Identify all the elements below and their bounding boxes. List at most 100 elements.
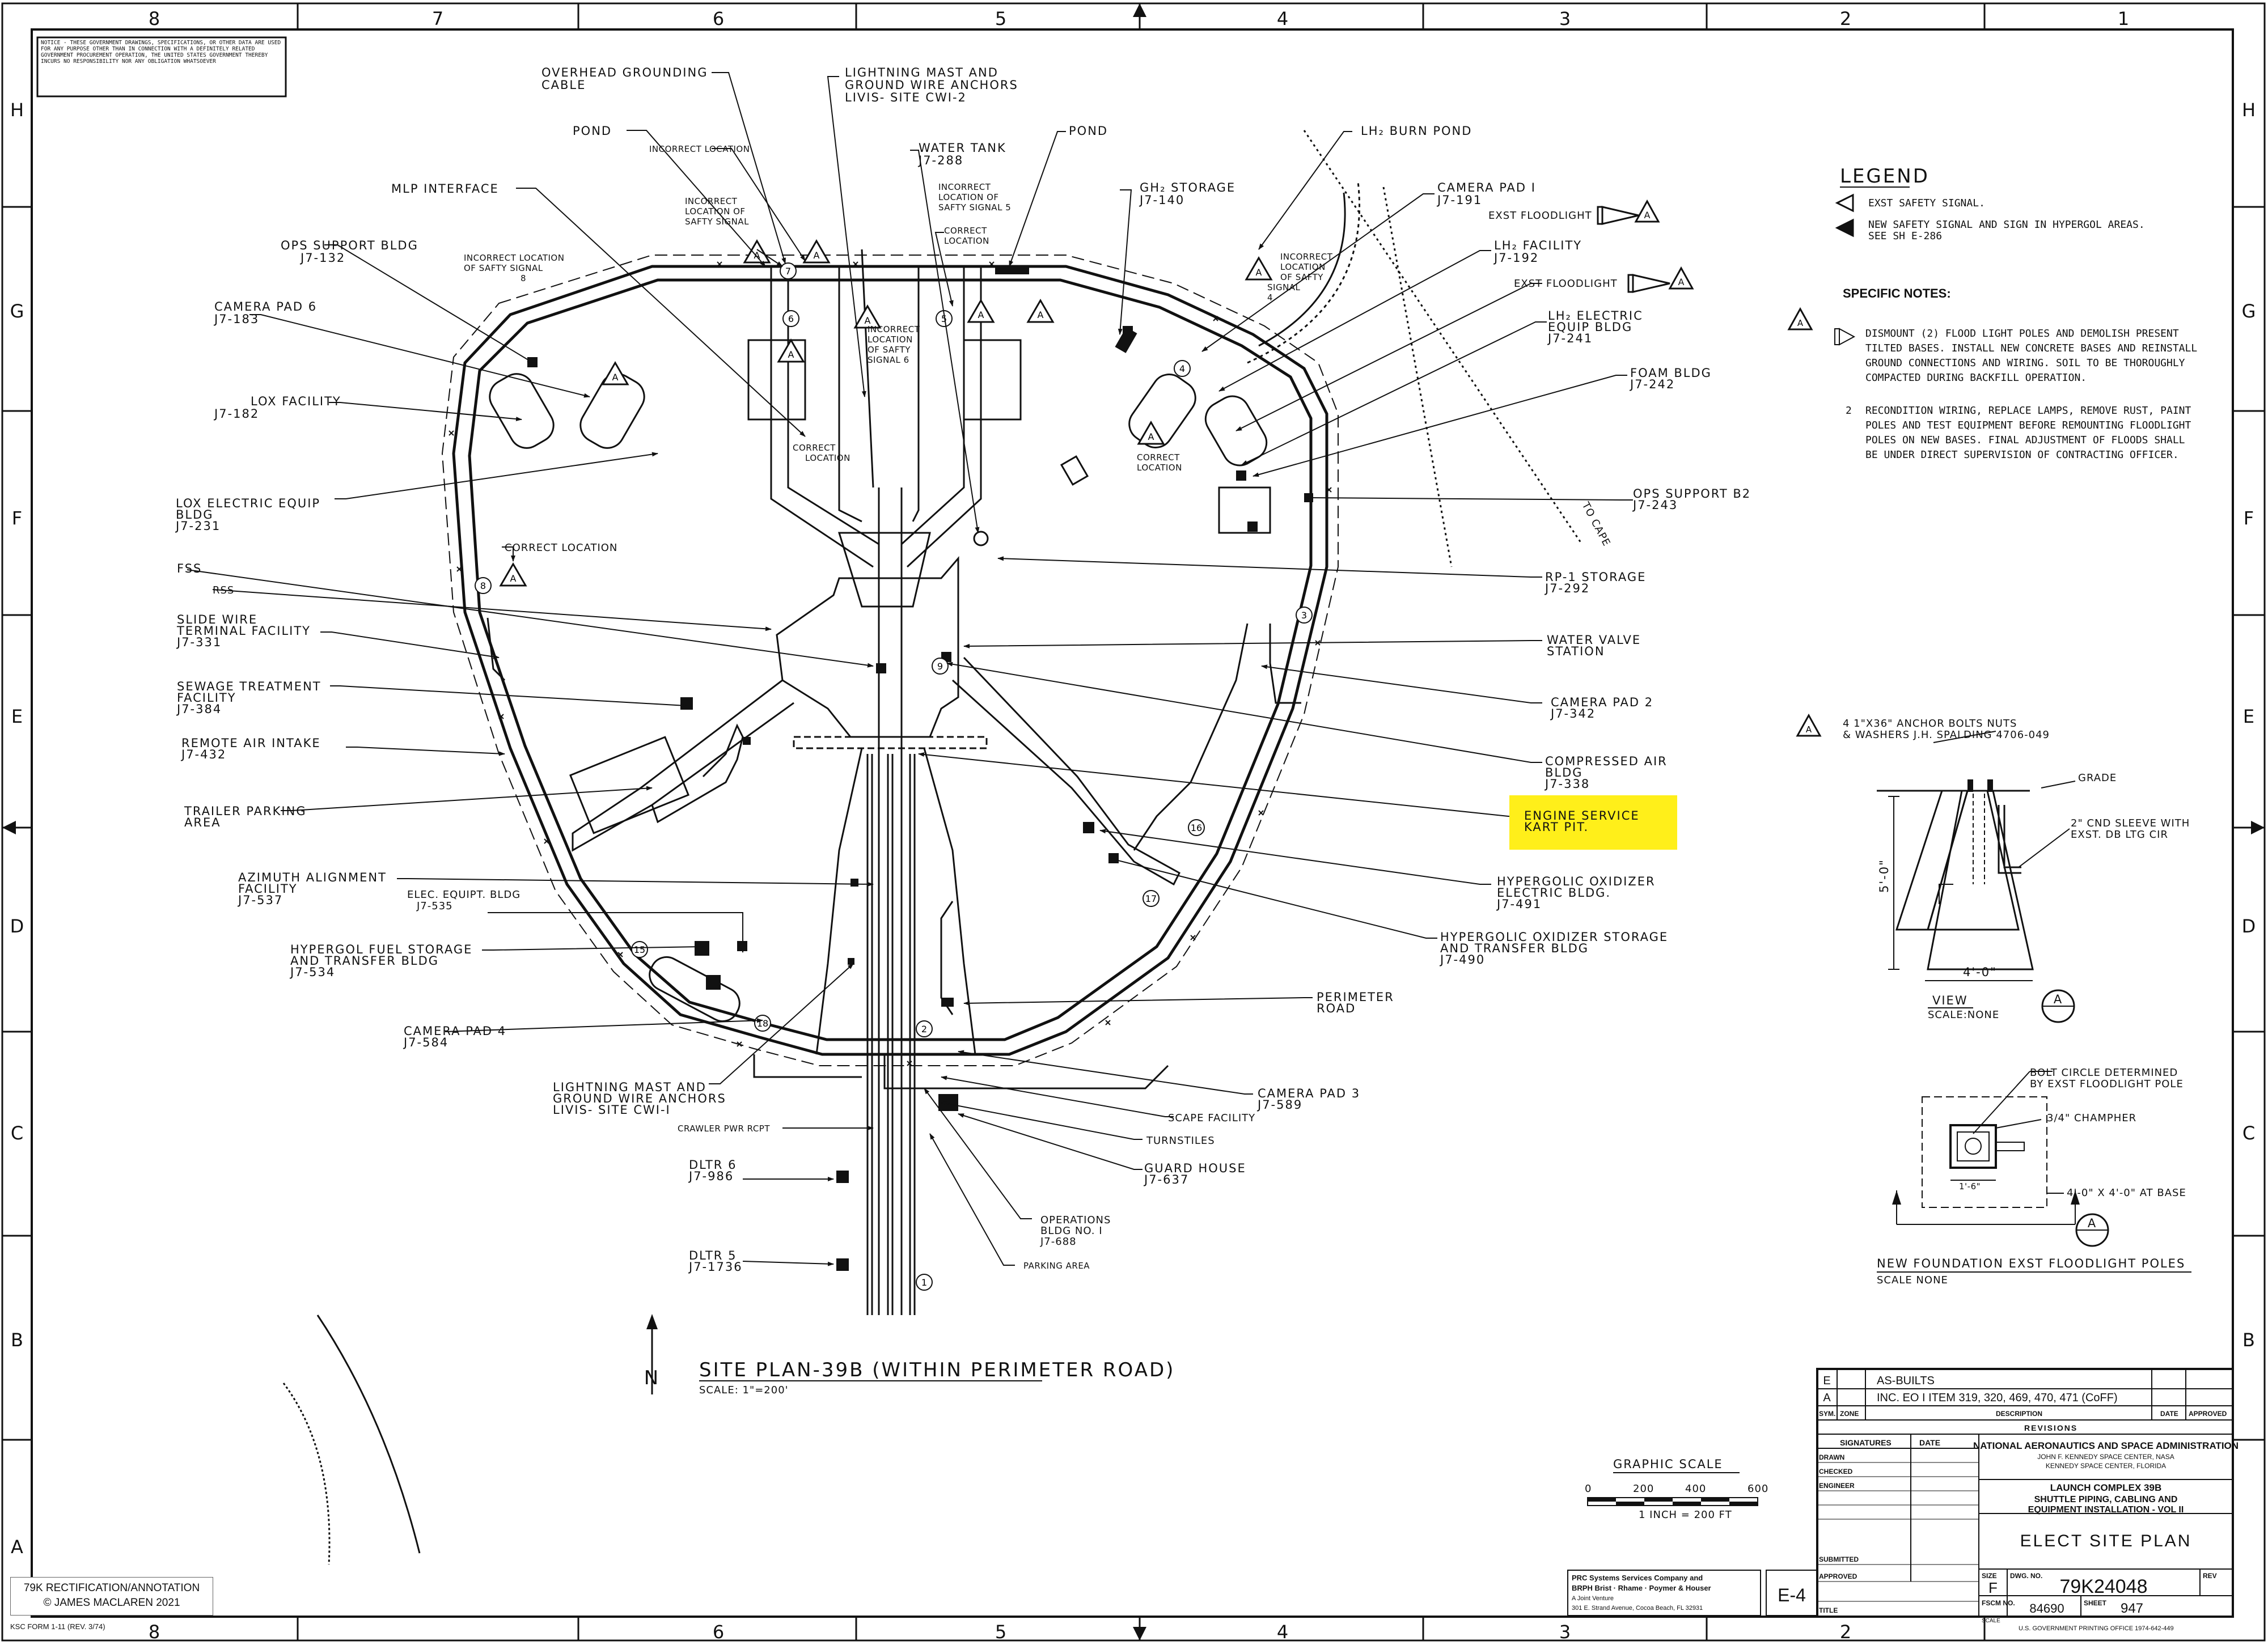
incorrect-safety5-line3: SAFTY SIGNAL 5 [938, 202, 1011, 213]
camera-pad4-line2: J7-584 [403, 1036, 448, 1049]
view-scale: SCALE:NONE [1928, 1009, 1999, 1021]
compressed-air-line1: COMPRESSED AIR [1545, 754, 1668, 768]
title-block-text: E AS-BUILTS A INC. EO I ITEM 319, 320, 4… [10, 1375, 2239, 1632]
water-tank-line2: J7-288 [917, 154, 963, 167]
floodlight-symbols: A A [1597, 199, 1694, 293]
incorrect-safety8-line1: INCORRECT LOCATION [464, 253, 564, 263]
correct-mid-line2: LOCATION [805, 453, 850, 463]
lox-electric-line1: LOX ELECTRIC EQUIP [176, 497, 320, 510]
operations-line1: OPERATIONS [1040, 1214, 1111, 1226]
notice-text: NOTICE - THESE GOVERNMENT DRAWINGS, SPEC… [41, 40, 281, 65]
azimuth-line2: FACILITY [238, 882, 298, 896]
ops-support-line1: OPS SUPPORT BLDG [281, 239, 418, 252]
camera-pad2-line1: CAMERA PAD 2 [1551, 696, 1653, 709]
zone-col-1: 1 [2118, 8, 2129, 29]
ops-b2-line2: J7-243 [1632, 498, 1678, 512]
incorrect-safety4-line3: OF SAFTY [1280, 272, 1323, 282]
fence-x-marks [448, 261, 1332, 1066]
foam-bldg-line2: J7-242 [1629, 378, 1675, 391]
incorrect-safety8-line3: 8 [521, 273, 526, 283]
foundation-detail: A 4 1"X36" ANCHOR BOLTS NUTS & WASHERS J… [1796, 713, 2191, 1286]
title-label: TITLE [1819, 1606, 1838, 1614]
zone-col-6-bottom: 6 [713, 1621, 724, 1643]
rev-e-sym: E [1823, 1375, 1830, 1387]
lh2-facility-line1: LH₂ FACILITY [1494, 239, 1582, 252]
detail-grade: GRADE [2078, 772, 2117, 784]
overhead-grounding-line2: CABLE [541, 78, 586, 92]
correct-right-line2: LOCATION [1137, 463, 1182, 473]
slide-wire-line1: SLIDE WIRE [177, 613, 257, 626]
hypergolic-elec-line1: HYPERGOLIC OXIDIZER [1497, 875, 1656, 888]
annotation-stamp: 79K RECTIFICATION/ANNOTATION © JAMES MAC… [10, 1577, 213, 1616]
svg-text:2: 2 [921, 1024, 927, 1035]
burn-pond [282, 130, 1583, 1565]
scale-label: SCALE [1982, 1618, 2000, 1624]
exst-floodlight2-label: EXST FLOODLIGHT [1514, 278, 1618, 290]
dltr5-line2: J7-1736 [688, 1260, 743, 1274]
sig-engineer: ENGINEER [1819, 1482, 1855, 1490]
zone-row-b-right: B [2242, 1329, 2255, 1351]
stamp-line1: 79K RECTIFICATION/ANNOTATION [23, 1582, 200, 1594]
note2-line2: POLES AND TEST EQUIPMENT BEFORE REMOUNTI… [1865, 419, 2191, 431]
north-arrow: N [644, 1314, 658, 1394]
dltr5-line1: DLTR 5 [689, 1249, 737, 1262]
firm-line2: BRPH Brist · Rhame · Poymer & Houser [1572, 1584, 1711, 1592]
svg-text:CAMERA PAD 3J7-589: CAMERA PAD 3J7-589 [1256, 1087, 1360, 1112]
fscm-value: 84690 [2029, 1601, 2064, 1616]
lox-facility-line1: LOX FACILITY [251, 395, 341, 408]
zone-row-h: H [10, 99, 24, 121]
slide-wire-line2: TERMINAL FACILITY [176, 624, 311, 638]
hdr-sym: SYM. [1819, 1410, 1835, 1418]
sig-approved: APPROVED [1819, 1572, 1857, 1580]
svg-text:8: 8 [480, 580, 486, 591]
zone-col-8: 8 [149, 8, 160, 29]
hypergol-fuel-line3: J7-534 [289, 965, 335, 979]
ksc-form: KSC FORM 1-11 (REV. 3/74) [10, 1622, 105, 1631]
crawlerway [770, 249, 988, 1315]
svg-text:5: 5 [941, 313, 947, 324]
incorrect-safety4-line1: INCORRECT [1280, 252, 1333, 262]
firm-line3: A Joint Venture [1572, 1595, 1614, 1602]
rev-a-sym: A [1823, 1392, 1831, 1404]
correct-mid-line1: CORRECT [793, 443, 836, 453]
section-mark-top: A [2054, 993, 2063, 1006]
zone-row-c: C [11, 1122, 23, 1144]
plan-title: SITE PLAN-39B (WITHIN PERIMETER ROAD) [699, 1359, 1175, 1381]
zone-row-d-right: D [2242, 915, 2256, 937]
perimeter-road-line2: ROAD [1317, 1002, 1356, 1015]
compressed-air-line3: J7-338 [1544, 777, 1590, 791]
rp1-storage-line1: RP-1 STORAGE [1545, 570, 1646, 584]
camera-pad6-line1: CAMERA PAD 6 [214, 300, 317, 313]
zone-col-2: 2 [1840, 8, 1851, 29]
legend-title: LEGEND [1840, 165, 1930, 188]
scale-tick-0: 0 [1585, 1483, 1592, 1495]
zone-col-6: 6 [713, 8, 724, 29]
incorrect-safety4-line5: 4 [1267, 292, 1273, 303]
rev-e-desc: AS-BUILTS [1877, 1375, 1935, 1387]
sig-checked: CHECKED [1819, 1468, 1853, 1476]
hdr-zone: ZONE [1840, 1410, 1859, 1418]
rev-a-desc: INC. EO I ITEM 319, 320, 469, 470, 471 (… [1877, 1392, 2118, 1404]
hdr-description: DESCRIPTION [1996, 1410, 2042, 1418]
anchor-note-line2: & WASHERS J.H. SPALDING 4706-049 [1843, 729, 2050, 741]
lox-electric-line2: BLDG [176, 508, 214, 522]
guard-house-line1: GUARD HOUSE [1144, 1161, 1246, 1175]
note1-line4: COMPACTED DURING BACKFILL OPERATION. [1865, 372, 2087, 384]
zone-row-e-right: E [2243, 706, 2254, 727]
svg-text:A: A [1644, 210, 1651, 221]
graphic-scale: GRAPHIC SCALE 0 200 400 600 1 INCH = 200… [1585, 1457, 1768, 1521]
zone-row-a: A [11, 1536, 23, 1558]
perimeter-road-line1: PERIMETER [1317, 990, 1394, 1004]
